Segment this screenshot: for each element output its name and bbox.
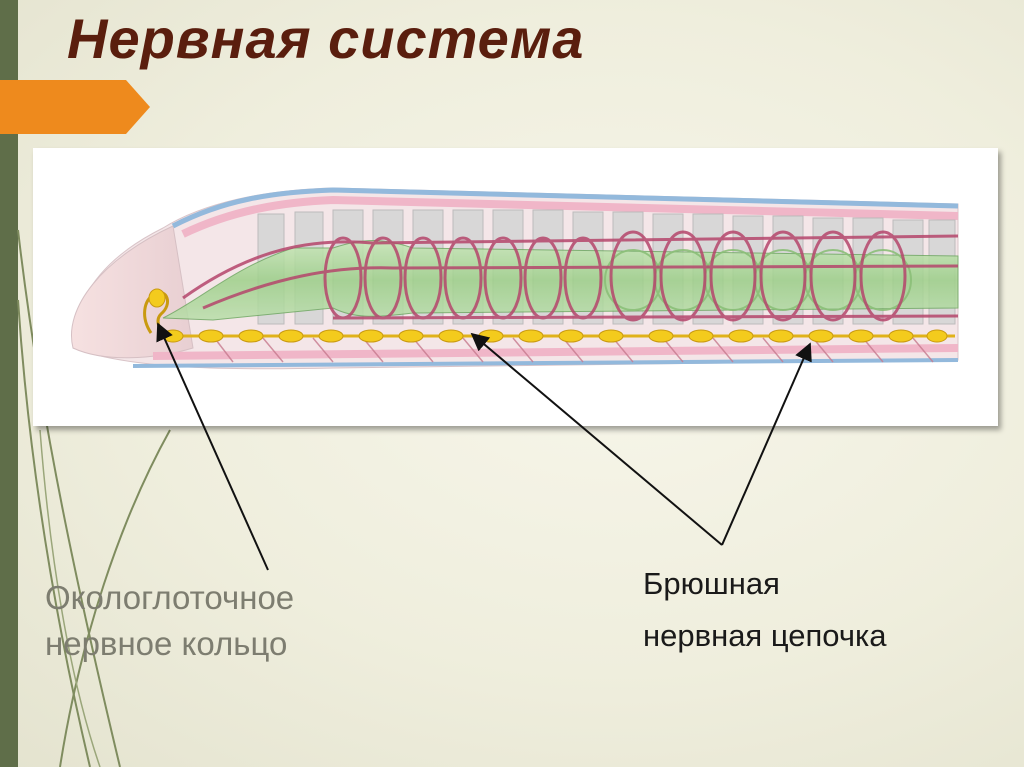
- nerve-chain-label-line2: нервная цепочка: [643, 618, 887, 653]
- ring-pointer-line: [156, 322, 269, 571]
- nerve-chain-label: Брюшная нервная цепочка: [643, 558, 886, 662]
- slide-title: Нервная система: [67, 7, 585, 70]
- nerve-ring-label: Окологлоточное нервное кольцо: [45, 575, 294, 667]
- decorative-stems: [17, 229, 171, 767]
- left-accent-bar: [0, 0, 18, 767]
- worm-figure-panel: [33, 148, 998, 426]
- chain-pointer-line-1: [470, 332, 723, 546]
- nerve-chain-label-line1: Брюшная: [643, 566, 780, 601]
- earthworm-diagram: [71, 187, 959, 370]
- nerve-ring-label-line2: нервное кольцо: [45, 625, 288, 662]
- nerve-ring-label-line1: Окологлоточное: [45, 579, 295, 616]
- chain-pointer-line-2: [721, 342, 812, 546]
- orange-accent-tab: [0, 80, 150, 134]
- blood-vessels: [182, 230, 959, 322]
